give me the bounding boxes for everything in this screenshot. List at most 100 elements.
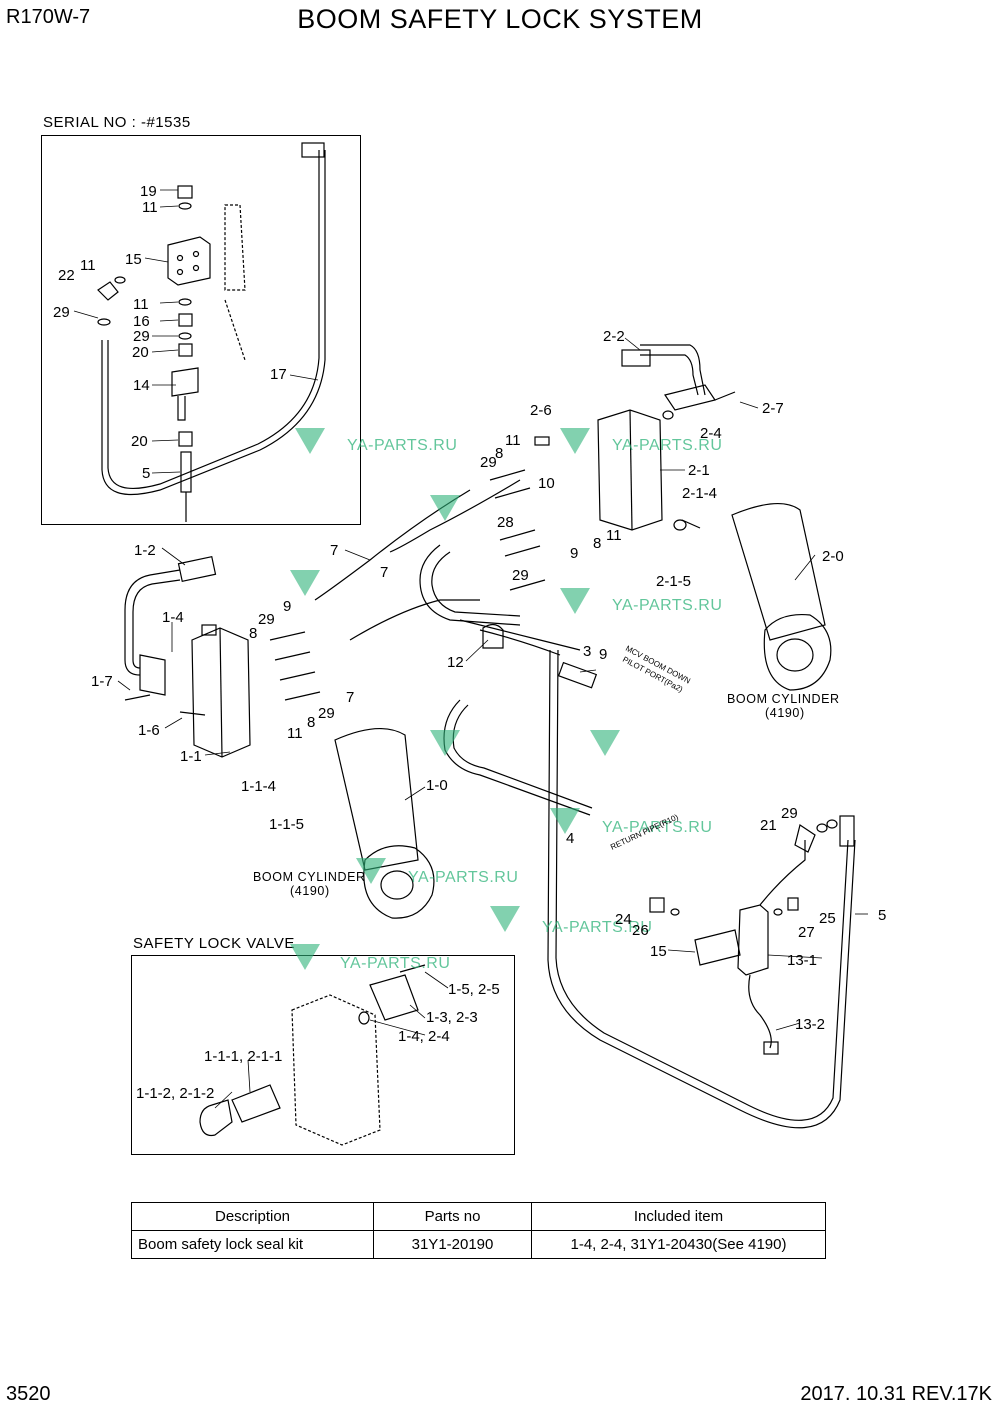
table-header-row: Description Parts no Included item bbox=[131, 1202, 826, 1231]
callout-main-29: 29 bbox=[781, 805, 798, 822]
flange-1-4 bbox=[139, 654, 166, 696]
callout-main-2-1-5: 2-1-5 bbox=[656, 573, 691, 590]
callout-main-2-2: 2-2 bbox=[603, 328, 625, 345]
cylinder-left-ref: (4190) bbox=[290, 884, 330, 898]
block-15 bbox=[167, 236, 211, 286]
page-number: 3520 bbox=[6, 1383, 51, 1405]
callout-main-2-0: 2-0 bbox=[822, 548, 844, 565]
callout-main-9: 9 bbox=[570, 545, 578, 562]
wire-13-2 bbox=[748, 974, 772, 1049]
plug-1-1-2 bbox=[199, 1099, 233, 1137]
callout-main-24: 24 bbox=[615, 911, 632, 928]
valve-inset-title: SAFETY LOCK VALVE bbox=[133, 935, 295, 952]
callout-serial-29: 29 bbox=[53, 304, 70, 321]
callout-serial-11: 11 bbox=[142, 199, 158, 216]
cylinder-right-label: BOOM CYLINDER bbox=[727, 692, 840, 706]
diagram-lines bbox=[97, 142, 856, 1146]
callout-main-8: 8 bbox=[495, 445, 503, 462]
callout-main-11: 11 bbox=[606, 527, 622, 544]
cartridge-1-1-1 bbox=[231, 1084, 281, 1123]
callout-main-11: 11 bbox=[287, 725, 303, 742]
callout-main-13-2: 13-2 bbox=[795, 1016, 825, 1033]
block-15-lower bbox=[694, 929, 741, 966]
callout-main-29: 29 bbox=[480, 454, 497, 471]
callout-main-7: 7 bbox=[330, 542, 338, 559]
serial-inset-title: SERIAL NO : -#1535 bbox=[43, 114, 191, 131]
callout-valve-1-1-1-2-1-1: 1-1-1, 2-1-1 bbox=[204, 1048, 282, 1065]
serial-inset-frame bbox=[41, 135, 361, 525]
callout-main-7: 7 bbox=[346, 689, 354, 706]
callout-main-11: 11 bbox=[505, 432, 521, 449]
watermark-5: YA-PARTS.RU bbox=[408, 869, 518, 886]
cell-description: Boom safety lock seal kit bbox=[131, 1230, 374, 1259]
cell-parts-no: 31Y1-20190 bbox=[373, 1230, 532, 1259]
hose-1-2 bbox=[124, 569, 181, 676]
callout-main-9: 9 bbox=[283, 598, 291, 615]
watermark-6: YA-PARTS.RU bbox=[542, 919, 652, 936]
callout-main-15: 15 bbox=[650, 943, 667, 960]
plug-19 bbox=[177, 185, 193, 199]
flange-1-3 bbox=[369, 974, 419, 1021]
callout-valve-1-1-2-2-1-2: 1-1-2, 2-1-2 bbox=[136, 1085, 214, 1102]
table-row: Boom safety lock seal kit 31Y1-20190 1-4… bbox=[131, 1230, 826, 1259]
callout-main-29: 29 bbox=[318, 705, 335, 722]
watermark-4: YA-PARTS.RU bbox=[602, 819, 712, 836]
cylinder-left-label: BOOM CYLINDER bbox=[253, 870, 366, 884]
callout-main-1-4: 1-4 bbox=[162, 609, 184, 626]
col-included-item: Included item bbox=[531, 1202, 826, 1231]
watermark-3: YA-PARTS.RU bbox=[612, 597, 722, 614]
callout-valve-1-5-2-5: 1-5, 2-5 bbox=[448, 981, 500, 998]
callout-main-26: 26 bbox=[632, 922, 649, 939]
callout-main-8: 8 bbox=[307, 714, 315, 731]
callout-main-13-1: 13-1 bbox=[787, 952, 817, 969]
fitting-3 bbox=[557, 661, 598, 689]
callout-serial-5: 5 bbox=[142, 465, 150, 482]
flange-2-4 bbox=[664, 384, 716, 411]
callout-main-29: 29 bbox=[512, 567, 529, 584]
col-description: Description bbox=[131, 1202, 374, 1231]
callout-main-28: 28 bbox=[497, 514, 514, 531]
clamp-12 bbox=[482, 623, 504, 649]
callout-valve-1-3-2-3: 1-3, 2-3 bbox=[426, 1009, 478, 1026]
callout-main-2-6: 2-6 bbox=[530, 402, 552, 419]
callout-main-1-7: 1-7 bbox=[91, 673, 113, 690]
callout-main-9: 9 bbox=[599, 646, 607, 663]
callout-main-1-2: 1-2 bbox=[134, 542, 156, 559]
switch-13-1 bbox=[737, 904, 769, 976]
callout-main-12: 12 bbox=[447, 654, 464, 671]
watermark-7: YA-PARTS.RU bbox=[340, 955, 450, 972]
watermarks: YA-PARTS.RU YA-PARTS.RU YA-PARTS.RU YA-P… bbox=[290, 428, 722, 972]
boom-cylinder-left bbox=[334, 727, 419, 871]
page-title: BOOM SAFETY LOCK SYSTEM bbox=[297, 4, 703, 34]
callout-main-27: 27 bbox=[798, 924, 815, 941]
callout-serial-29: 29 bbox=[133, 328, 150, 345]
callout-serial-15: 15 bbox=[125, 251, 142, 268]
callout-main-29: 29 bbox=[258, 611, 275, 628]
callout-main-8: 8 bbox=[593, 535, 601, 552]
callout-main-5: 5 bbox=[878, 907, 886, 924]
watermark-1: YA-PARTS.RU bbox=[347, 437, 457, 454]
callout-main-21: 21 bbox=[760, 817, 777, 834]
callout-main-3: 3 bbox=[583, 643, 591, 660]
cell-included-item: 1-4, 2-4, 31Y1-20430(See 4190) bbox=[531, 1230, 826, 1259]
callout-serial-16: 16 bbox=[133, 313, 150, 330]
callout-serial-19: 19 bbox=[140, 183, 157, 200]
callout-main-8: 8 bbox=[249, 625, 257, 642]
leader-lines bbox=[73, 189, 868, 1109]
callout-main-7: 7 bbox=[380, 564, 388, 581]
hose-end-fitting bbox=[301, 142, 325, 158]
callout-serial-22: 22 bbox=[58, 267, 75, 284]
switch-14 bbox=[171, 367, 199, 397]
callout-serial-11: 11 bbox=[80, 257, 96, 274]
callout-valve-1-4-2-4: 1-4, 2-4 bbox=[398, 1028, 450, 1045]
revision-date: 2017. 10.31 REV.17K bbox=[800, 1383, 992, 1405]
callout-main-2-1-4: 2-1-4 bbox=[682, 485, 717, 502]
callout-serial-11: 11 bbox=[133, 296, 149, 313]
callout-main-2-7: 2-7 bbox=[762, 400, 784, 417]
col-parts-no: Parts no bbox=[373, 1202, 532, 1231]
watermark-2: YA-PARTS.RU bbox=[612, 437, 722, 454]
hose-2-2 bbox=[640, 344, 706, 396]
callout-numbers: 1911151122291116292014205172-22-72-42-61… bbox=[53, 183, 886, 1102]
callout-main-1-0: 1-0 bbox=[426, 777, 448, 794]
